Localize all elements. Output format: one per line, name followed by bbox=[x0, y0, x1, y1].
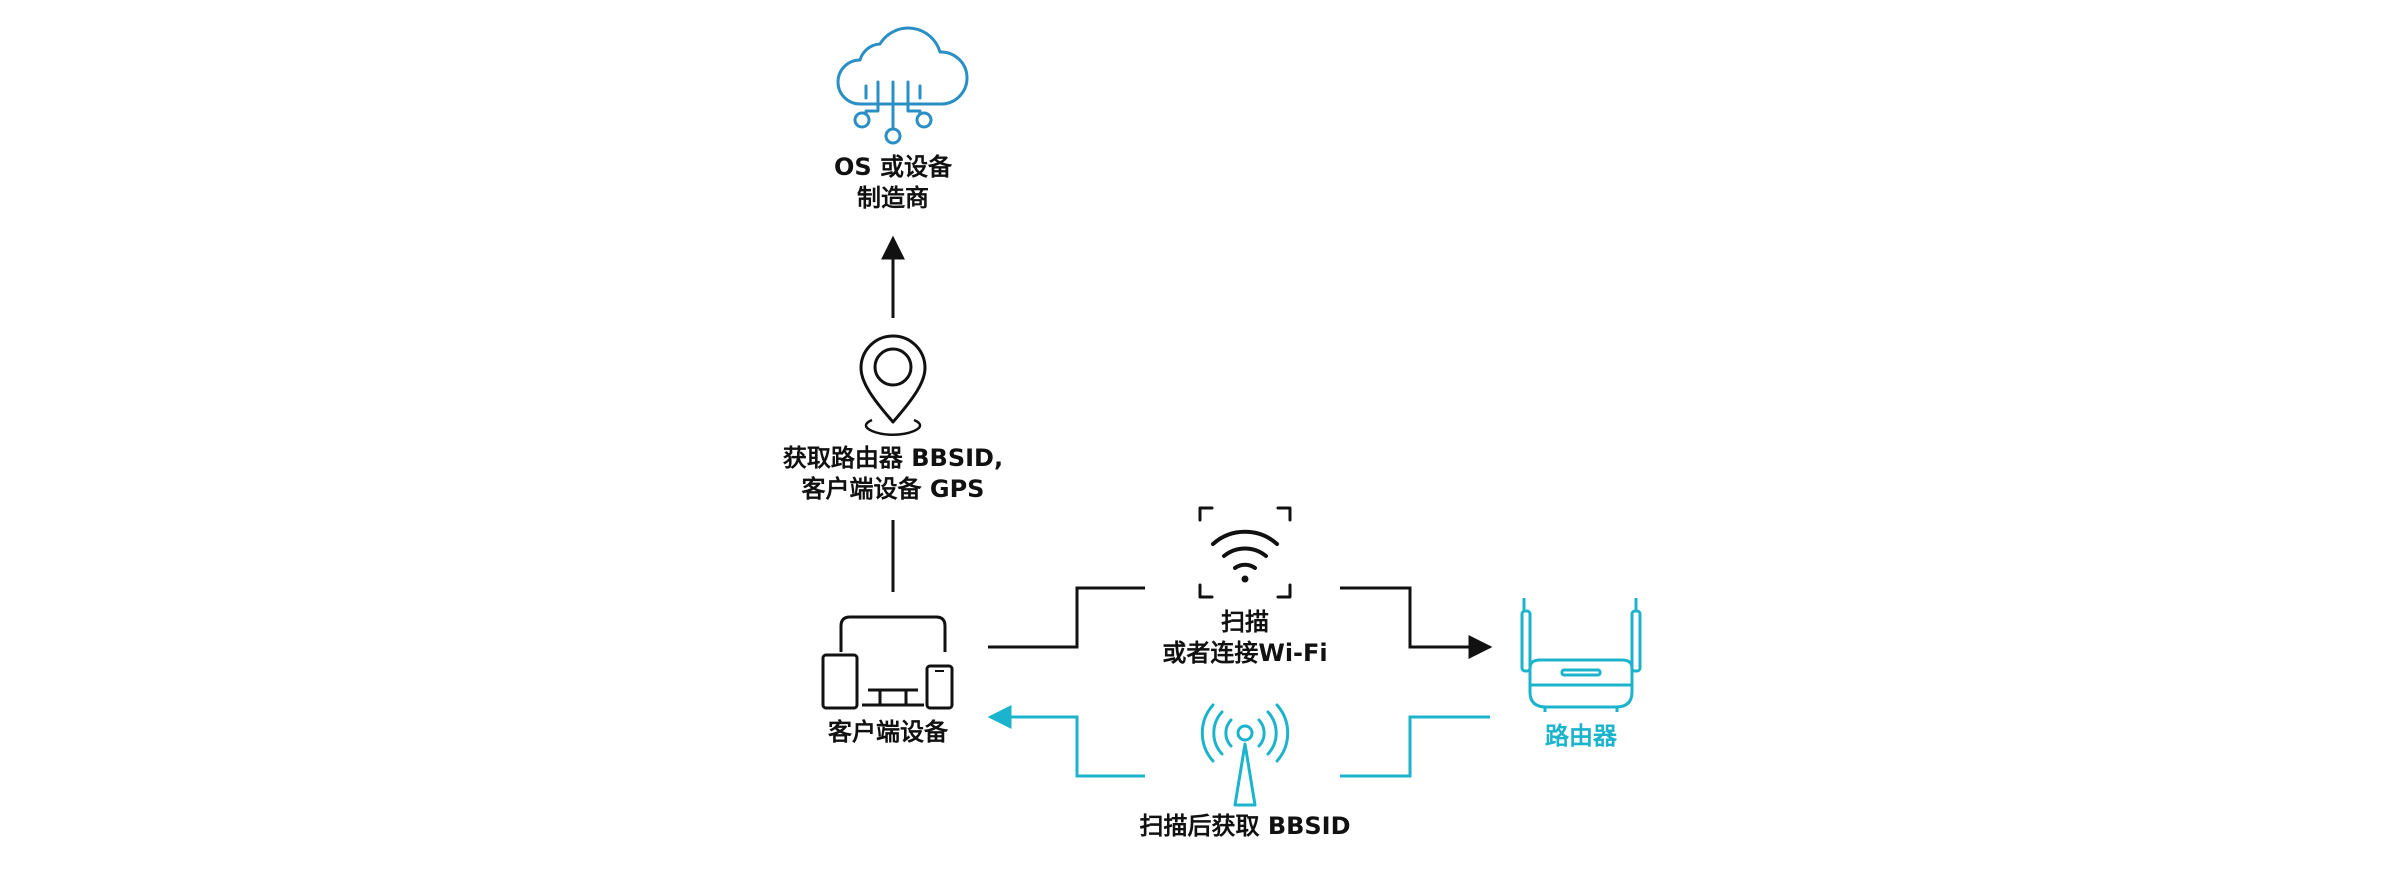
location-label-line2: 客户端设备 GPS bbox=[801, 475, 985, 503]
wifi-scan-icon bbox=[1198, 506, 1292, 599]
location-label: 获取路由器 BBSID, 客户端设备 GPS bbox=[783, 443, 1003, 505]
line-router-to-bbsid bbox=[1340, 715, 1490, 778]
wifi-scan-label-line2: 或者连接Wi-Fi bbox=[1162, 639, 1328, 667]
router-icon bbox=[1520, 598, 1642, 712]
wifi-scan-label-line1: 扫描 bbox=[1221, 608, 1269, 636]
line-client-to-wifi bbox=[988, 586, 1145, 649]
manufacturer-label: OS 或设备 制造商 bbox=[834, 152, 952, 214]
location-label-line1: 获取路由器 BBSID, bbox=[782, 444, 1004, 472]
client-device-label: 客户端设备 bbox=[828, 717, 948, 748]
manufacturer-label-line2: 制造商 bbox=[856, 184, 929, 212]
map-pin-icon bbox=[859, 334, 927, 436]
cloud-network-icon bbox=[836, 26, 969, 145]
connectors bbox=[881, 235, 1493, 778]
arrow-bbsid-to-client bbox=[987, 705, 1145, 778]
manufacturer-label-line1: OS 或设备 bbox=[833, 153, 953, 181]
router-label-text: 路由器 bbox=[1545, 722, 1617, 750]
antenna-broadcast-icon bbox=[1200, 703, 1290, 807]
bbsid-scan-label-text: 扫描后获取 BBSID bbox=[1139, 812, 1351, 840]
bbsid-scan-label: 扫描后获取 BBSID bbox=[1139, 811, 1350, 842]
arrow-wifi-to-router bbox=[1340, 586, 1493, 659]
wifi-scan-label: 扫描 或者连接Wi-Fi bbox=[1162, 607, 1327, 669]
devices-icon bbox=[821, 615, 954, 710]
router-label: 路由器 bbox=[1545, 721, 1617, 752]
client-device-label-text: 客户端设备 bbox=[828, 718, 948, 746]
